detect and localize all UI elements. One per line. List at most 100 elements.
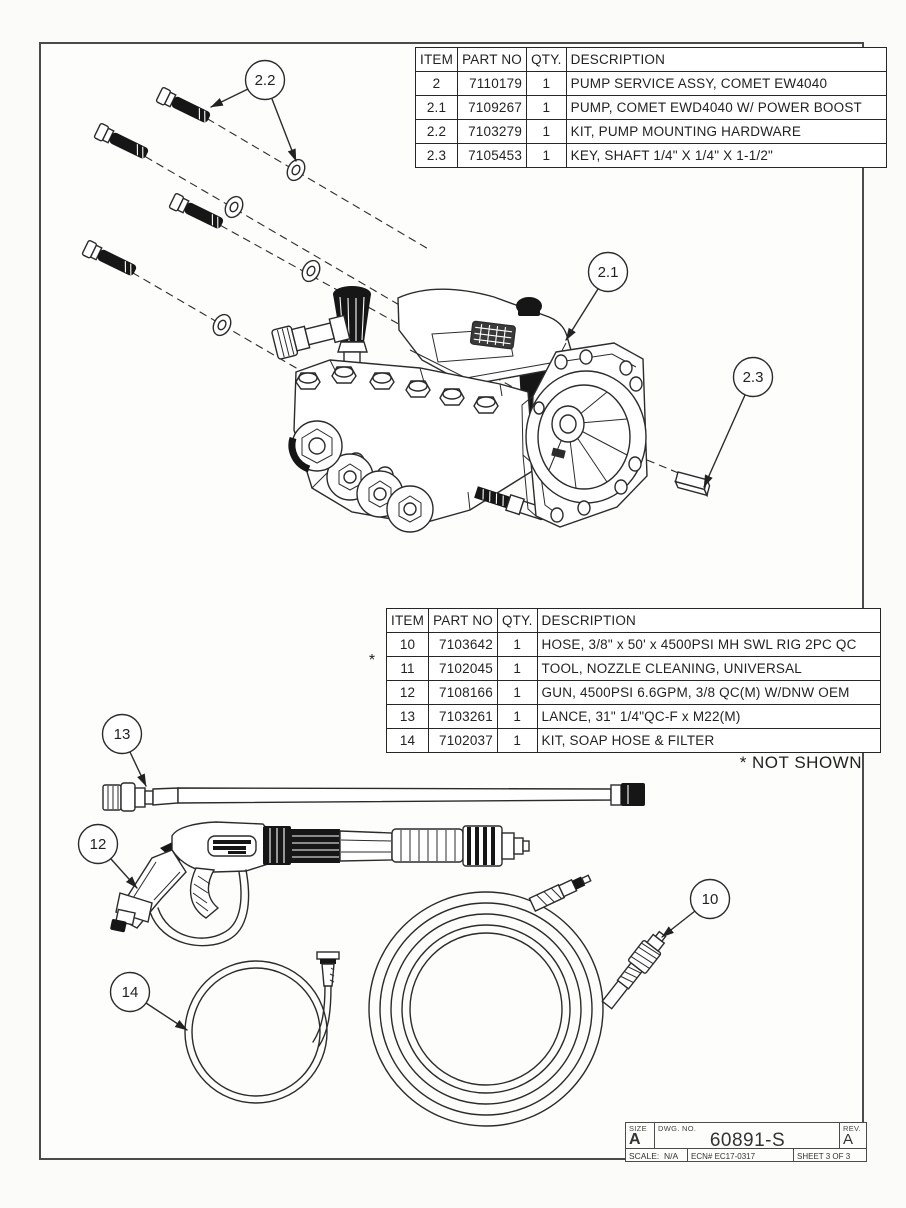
- dwg-no-label: DWG. NO.: [658, 1124, 697, 1133]
- table-row: 13 7103261 1 LANCE, 31" 1/4"QC-F x M22(M…: [385, 704, 881, 729]
- balloon-2-2-label: 2.2: [255, 72, 276, 89]
- dwg-no-value: 60891-S: [709, 1130, 786, 1148]
- balloon-2-3-label: 2.3: [743, 369, 764, 386]
- part-no-cell: 7110179: [457, 71, 528, 96]
- balloon-13-label: 13: [114, 726, 131, 743]
- balloon-13: 13: [101, 713, 147, 787]
- qty-cell: 1: [496, 704, 538, 729]
- table-row: 2.1 7109267 1 PUMP, COMET EWD4040 W/ POW…: [414, 95, 887, 120]
- balloon-2-3: 2.3: [703, 356, 774, 488]
- mounting-washers: [212, 158, 321, 337]
- qty-cell: 1: [526, 119, 567, 144]
- description-cell: GUN, 4500PSI 6.6GPM, 3/8 QC(M) W/DNW OEM: [536, 680, 881, 705]
- table-row: 2.3 7105453 1 KEY, SHAFT 1/4" X 1/4" X 1…: [414, 143, 887, 168]
- pump-assembly-drawing: [271, 286, 648, 533]
- col-part-no: PART NO: [457, 47, 528, 72]
- piston-plugs-drawing: [326, 453, 434, 533]
- title-block: SIZE A DWG. NO. 60891-S REV. A SCALE: N/…: [625, 1122, 867, 1162]
- part-no-cell: 7105453: [457, 143, 528, 168]
- table-row: 2.2 7103279 1 KIT, PUMP MOUNTING HARDWAR…: [414, 119, 887, 144]
- not-shown-note: * NOT SHOWN: [739, 753, 862, 772]
- part-no-cell: 7103642: [428, 632, 498, 657]
- item-cell: 11: [385, 656, 430, 681]
- part-no-cell: 7103279: [457, 119, 528, 144]
- size-cell: SIZE A: [626, 1123, 655, 1148]
- balloon-10: 10: [661, 878, 731, 938]
- table-header-row: ITEM PART NO QTY. DESCRIPTION: [385, 608, 881, 633]
- item-cell: 14: [385, 728, 430, 753]
- dwg-no-cell: DWG. NO. 60891-S: [655, 1123, 840, 1148]
- balloon-12: 12: [77, 823, 138, 889]
- item-cell: 2.2: [414, 119, 459, 144]
- part-no-cell: 7109267: [457, 95, 528, 120]
- not-shown-asterisk: *: [368, 652, 376, 669]
- rev-cell: REV. A: [840, 1123, 866, 1148]
- col-item: ITEM: [414, 47, 459, 72]
- balloon-2-1-label: 2.1: [598, 264, 619, 281]
- scale-cell: SCALE: N/A: [626, 1149, 688, 1161]
- parts-table-accessories: ITEM PART NO QTY. DESCRIPTION 10 7103642…: [385, 608, 881, 753]
- description-cell: KEY, SHAFT 1/4" X 1/4" X 1-1/2": [565, 143, 887, 168]
- description-cell: PUMP SERVICE ASSY, COMET EW4040: [565, 71, 887, 96]
- balloon-2-1: 2.1: [565, 251, 629, 341]
- col-description: DESCRIPTION: [565, 47, 887, 72]
- hose-coil-drawing: [368, 874, 667, 1127]
- col-description: DESCRIPTION: [536, 608, 881, 633]
- regulator-knob-drawing: [333, 286, 371, 366]
- col-item: ITEM: [385, 608, 430, 633]
- qty-cell: 1: [496, 632, 538, 657]
- col-qty: QTY.: [496, 608, 538, 633]
- size-value: A: [629, 1131, 641, 1148]
- part-no-cell: 7103261: [428, 704, 498, 729]
- item-cell: 2.1: [414, 95, 459, 120]
- description-cell: KIT, SOAP HOSE & FILTER: [536, 728, 881, 753]
- balloon-14: 14: [109, 971, 188, 1031]
- item-cell: 12: [385, 680, 430, 705]
- soap-hose-drawing: [184, 951, 340, 1104]
- table-row: 14 7102037 1 KIT, SOAP HOSE & FILTER: [385, 728, 881, 753]
- part-no-cell: 7102037: [428, 728, 498, 753]
- table-row: 2 7110179 1 PUMP SERVICE ASSY, COMET EW4…: [414, 71, 887, 96]
- table-row: 10 7103642 1 HOSE, 3/8" x 50' x 4500PSI …: [385, 632, 881, 657]
- description-cell: LANCE, 31" 1/4"QC-F x M22(M): [536, 704, 881, 729]
- flange-plate-drawing: [521, 342, 648, 528]
- table-row: 11 7102045 1 TOOL, NOZZLE CLEANING, UNIV…: [385, 656, 881, 681]
- ecn-cell: ECN# EC17-0317: [688, 1149, 794, 1161]
- scale-label: SCALE:: [629, 1151, 660, 1161]
- qty-cell: 1: [526, 71, 567, 96]
- table-header-row: ITEM PART NO QTY. DESCRIPTION: [414, 47, 887, 72]
- qty-cell: 1: [496, 728, 538, 753]
- sheet-cell: SHEET 3 OF 3: [797, 1151, 851, 1161]
- size-label: SIZE: [629, 1124, 647, 1133]
- lance-drawing: [102, 782, 645, 812]
- balloon-2-2: 2.2: [210, 59, 297, 162]
- table-row: 12 7108166 1 GUN, 4500PSI 6.6GPM, 3/8 QC…: [385, 680, 881, 705]
- part-no-cell: 7108166: [428, 680, 498, 705]
- balloon-12-label: 12: [90, 836, 107, 853]
- balloon-14-label: 14: [122, 984, 139, 1001]
- balloon-10-label: 10: [702, 891, 719, 908]
- mounting-bolts: [81, 87, 224, 276]
- gun-drawing: [110, 821, 530, 947]
- qty-cell: 1: [496, 656, 538, 681]
- description-cell: KIT, PUMP MOUNTING HARDWARE: [565, 119, 887, 144]
- qty-cell: 1: [526, 143, 567, 168]
- description-cell: HOSE, 3/8" x 50' x 4500PSI MH SWL RIG 2P…: [536, 632, 881, 657]
- drawing-frame: [39, 42, 864, 1160]
- rev-label: REV.: [843, 1124, 862, 1133]
- col-part-no: PART NO: [428, 608, 498, 633]
- description-cell: TOOL, NOZZLE CLEANING, UNIVERSAL: [536, 656, 881, 681]
- item-cell: 10: [385, 632, 430, 657]
- item-cell: 2: [414, 71, 459, 96]
- part-no-cell: 7102045: [428, 656, 498, 681]
- description-cell: PUMP, COMET EWD4040 W/ POWER BOOST: [565, 95, 887, 120]
- parts-table-pump: ITEM PART NO QTY. DESCRIPTION 2 7110179 …: [414, 47, 887, 168]
- item-cell: 13: [385, 704, 430, 729]
- qty-cell: 1: [496, 680, 538, 705]
- valve-caps-drawing: [295, 366, 499, 414]
- col-qty: QTY.: [526, 47, 567, 72]
- scale-value: N/A: [663, 1151, 679, 1161]
- rev-value: A: [843, 1131, 854, 1148]
